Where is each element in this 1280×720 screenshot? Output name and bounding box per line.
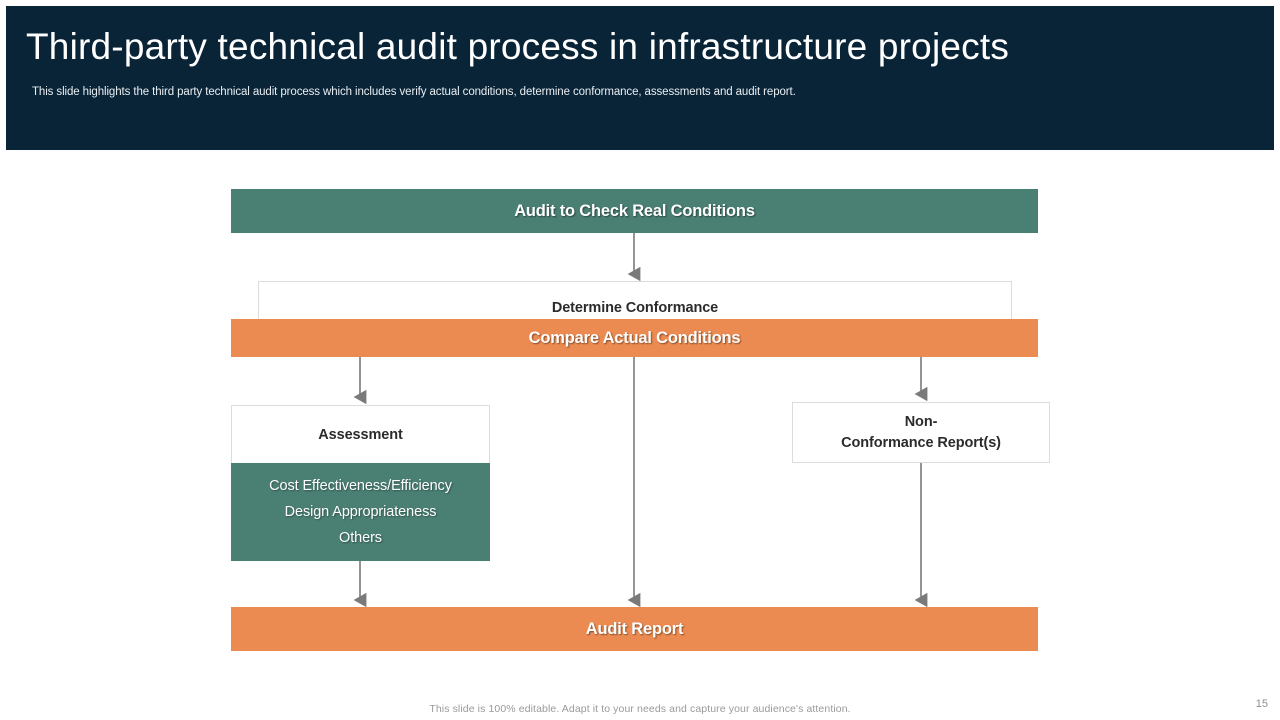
node-non-conformance-reports[interactable]: Non- Conformance Report(s)	[792, 402, 1050, 463]
assessment-detail-item: Others	[339, 530, 382, 546]
node-compare-actual-conditions-label: Compare Actual Conditions	[528, 328, 741, 347]
node-assessment-details[interactable]: Cost Effectiveness/Efficiency Design App…	[231, 463, 490, 561]
assessment-detail-item: Cost Effectiveness/Efficiency	[269, 478, 452, 494]
node-non-conformance-reports-text: Non- Conformance Report(s)	[841, 412, 1001, 454]
slide-header-banner: Third-party technical audit process in i…	[6, 6, 1274, 150]
node-assessment-label: Assessment	[318, 426, 403, 443]
node-assessment[interactable]: Assessment	[231, 405, 490, 464]
assessment-detail-item: Design Appropriateness	[284, 504, 437, 520]
page-subtitle: This slide highlights the third party te…	[32, 86, 796, 98]
node-determine-conformance-label: Determine Conformance	[551, 300, 719, 316]
node-audit-to-check-real-conditions[interactable]: Audit to Check Real Conditions	[231, 189, 1038, 233]
page-title: Third-party technical audit process in i…	[26, 26, 1010, 67]
node-audit-report[interactable]: Audit Report	[231, 607, 1038, 651]
process-flow-diagram: Determine Conformance Audit to Check Rea…	[0, 150, 1280, 680]
node-audit-report-label: Audit Report	[585, 619, 684, 638]
node-non-conformance-line-1: Non-	[904, 413, 938, 430]
editable-note: This slide is 100% editable. Adapt it to…	[429, 703, 851, 715]
page-number: 15	[1255, 698, 1268, 710]
node-non-conformance-line-2: Conformance Report(s)	[841, 434, 1001, 451]
node-audit-to-check-real-conditions-label: Audit to Check Real Conditions	[514, 201, 755, 220]
node-compare-actual-conditions[interactable]: Compare Actual Conditions	[231, 319, 1038, 357]
